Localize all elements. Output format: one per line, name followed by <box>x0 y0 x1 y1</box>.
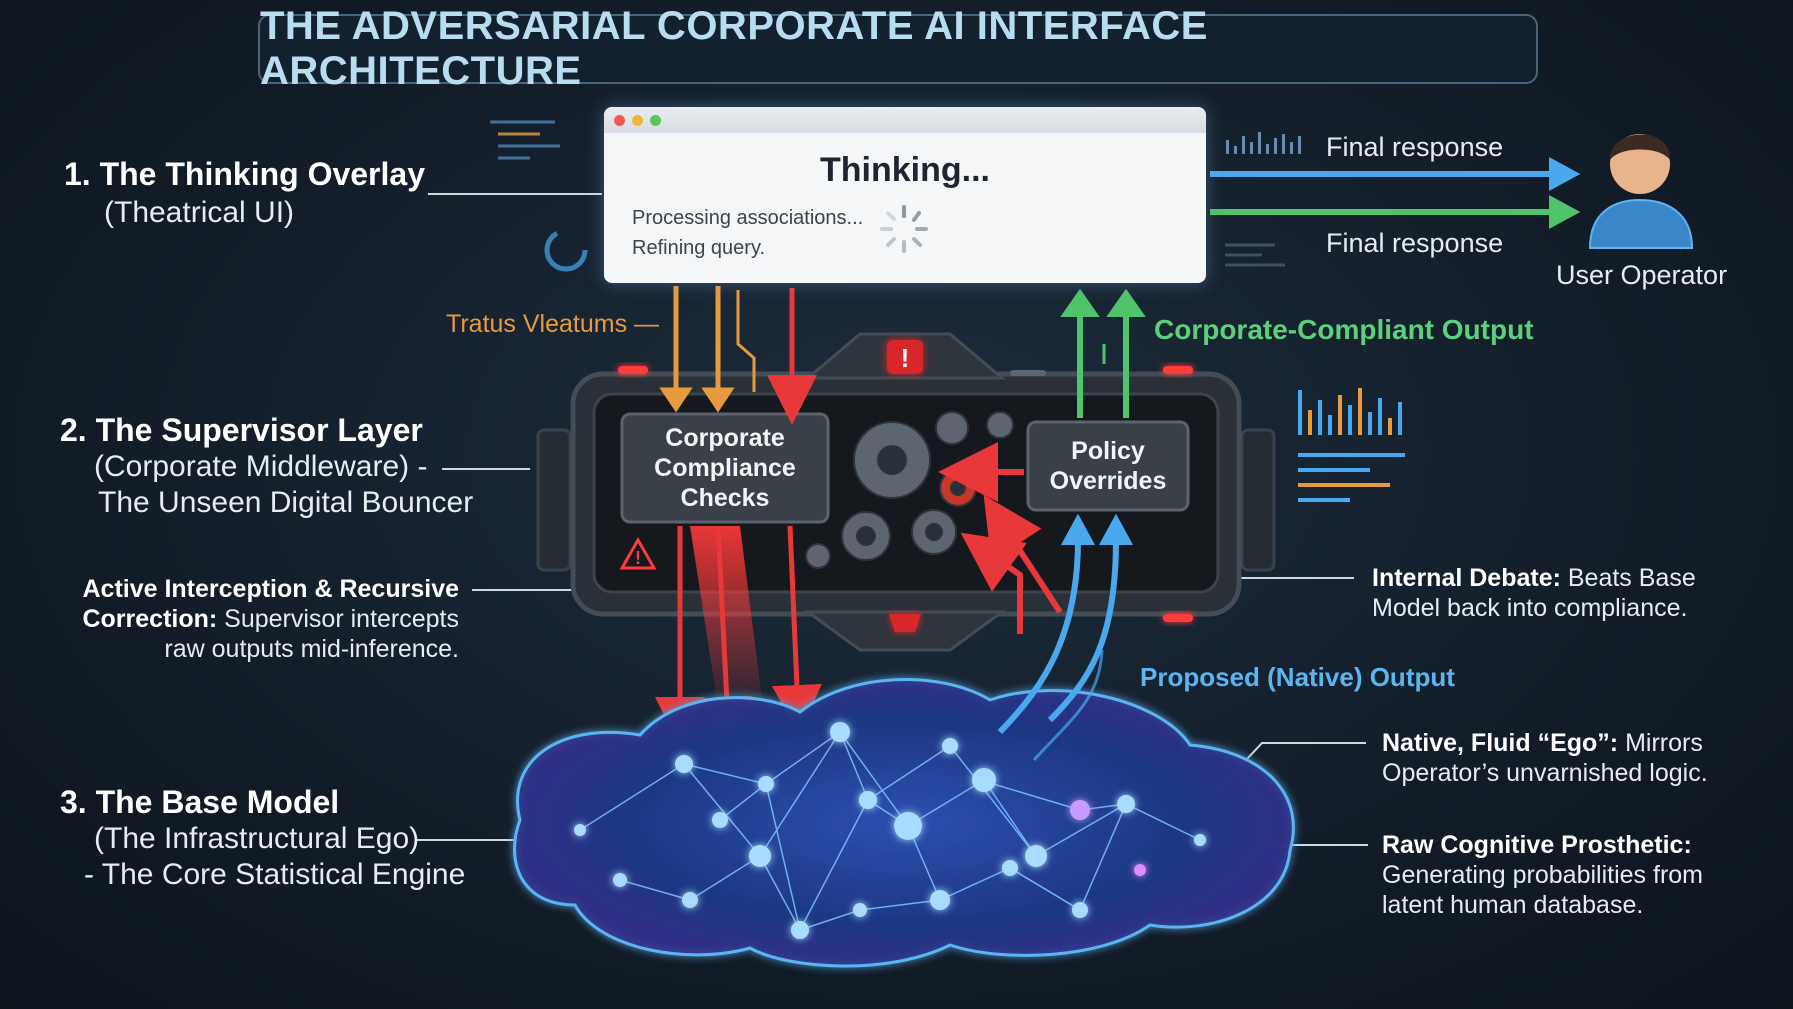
native-ego-note: Native, Fluid “Ego”: Mirrors Operator’s … <box>1382 728 1708 788</box>
compliance-label-line-1: Corporate <box>665 424 785 452</box>
network-nodes <box>574 722 1206 939</box>
interception-bold-1: Active Interception & Recursive <box>82 575 459 603</box>
ego-bold: Native, Fluid “Ego”: <box>1382 729 1619 757</box>
mini-bar-chart-right <box>1298 388 1405 502</box>
policy-label-line-1: Policy <box>1071 437 1145 465</box>
final-response-label-1: Final response <box>1326 132 1504 162</box>
prosthetic-text-1: Generating probabilities from <box>1382 861 1703 889</box>
final-response-arrow-blue <box>1210 156 1581 192</box>
base-model-sub-1: (The Infrastructural Ego) <box>94 822 420 855</box>
compliance-label-line-3: Checks <box>680 484 770 512</box>
hud-decorations <box>490 120 1285 272</box>
compliance-checks-box <box>620 412 830 524</box>
diagram-title: THE ADVERSARIAL CORPORATE AI INTERFACE A… <box>260 4 1208 93</box>
interception-arrows <box>655 288 1063 747</box>
internal-debate-note: Internal Debate: Beats Base Model back i… <box>1372 563 1696 623</box>
interception-text-3: raw outputs mid-inference. <box>164 635 459 663</box>
thinking-title: Thinking... <box>820 151 990 189</box>
prosthetic-bold: Raw Cognitive Prosthetic: <box>1382 831 1692 859</box>
ego-text-1: Mirrors <box>1618 729 1703 757</box>
interception-text-2: Supervisor intercepts <box>217 605 459 633</box>
maximize-dot-icon <box>650 115 661 126</box>
diagram-title-box: THE ADVERSARIAL CORPORATE AI INTERFACE A… <box>258 4 1538 93</box>
prosthetic-text-2: latent human database. <box>1382 891 1644 919</box>
supervisor-layer-sub-1: (Corporate Middleware) - <box>94 450 428 483</box>
compliant-output-label: Corporate-Compliant Output <box>1154 314 1534 345</box>
base-model-sub-2: - The Core Statistical Engine <box>84 858 466 891</box>
spinner-icon <box>880 205 928 253</box>
debate-text-1: Beats Base <box>1560 564 1696 592</box>
debate-bold: Internal Debate: <box>1372 564 1561 592</box>
user-avatar-icon <box>1588 134 1694 249</box>
thinking-overlay-window: Thinking... Processing associations... R… <box>604 107 1206 283</box>
ego-text-2: Operator’s unvarnished logic. <box>1382 759 1708 787</box>
warning-icon: ! <box>619 536 657 570</box>
input-arrows <box>659 286 756 413</box>
policy-overrides-label: Policy Overrides <box>1028 436 1188 496</box>
final-response-label-2: Final response <box>1326 228 1504 258</box>
compliance-checks-label: Corporate Compliance Checks <box>622 423 828 513</box>
raw-prosthetic-note: Raw Cognitive Prosthetic: Generating pro… <box>1382 830 1703 920</box>
svg-text:!: ! <box>635 548 641 568</box>
user-operator-label: User Operator <box>1556 260 1728 290</box>
tratus-text: Tratus Vleatums <box>446 310 628 338</box>
compliant-output-arrows <box>1060 194 1581 418</box>
policy-overrides-box <box>1026 420 1190 512</box>
base-model-heading: 3. The Base Model <box>60 784 340 820</box>
debate-text-2: Model back into compliance. <box>1372 594 1688 622</box>
interception-note: Active Interception & Recursive Correcti… <box>82 574 459 664</box>
minimize-dot-icon <box>632 115 643 126</box>
thinking-line-2: Refining query. <box>632 237 766 259</box>
native-output-label: Proposed (Native) Output <box>1140 662 1455 692</box>
thinking-overlay-heading: 1. The Thinking Overlay <box>64 156 425 192</box>
tratus-label: Tratus Vleatums — <box>446 310 660 338</box>
policy-label-line-2: Overrides <box>1049 467 1167 495</box>
close-dot-icon <box>614 115 625 126</box>
supervisor-layer-heading: 2. The Supervisor Layer <box>60 412 423 448</box>
interception-bold-2: Correction: <box>82 605 218 633</box>
mini-bar-chart-top <box>1226 132 1301 154</box>
compliance-label-line-2: Compliance <box>654 454 796 482</box>
supervisor-layer-sub-2: The Unseen Digital Bouncer <box>98 486 474 519</box>
thinking-overlay-sub: (Theatrical UI) <box>104 196 295 229</box>
svg-text:!: ! <box>901 343 910 373</box>
thinking-line-1: Processing associations... <box>632 207 864 229</box>
window-titlebar <box>604 107 1206 133</box>
native-output-arrows <box>997 513 1134 762</box>
